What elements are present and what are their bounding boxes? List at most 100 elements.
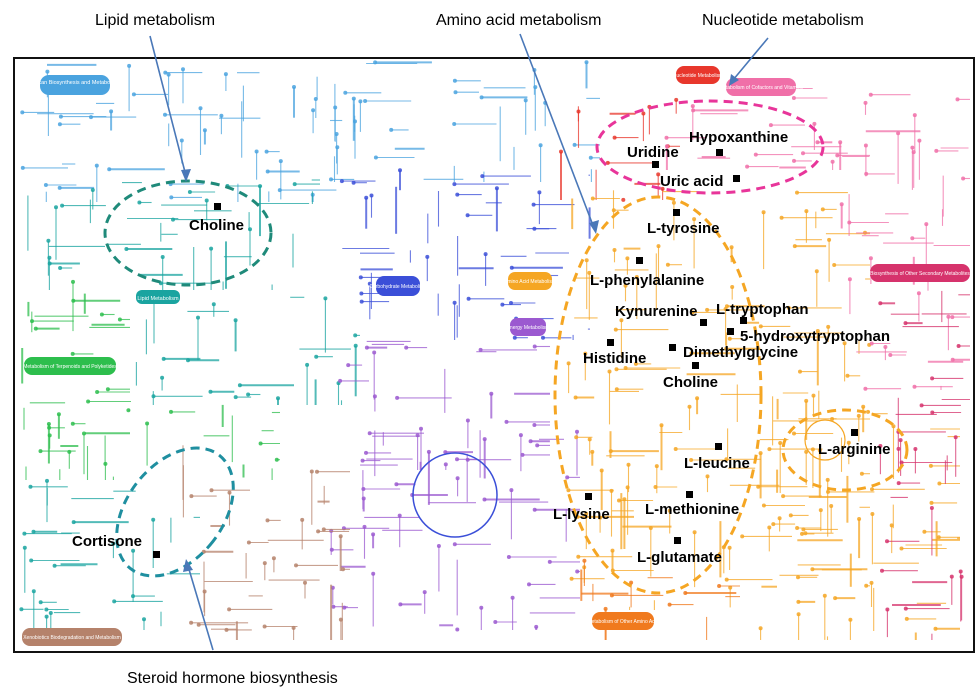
- metabolite-labels: Hypoxanthine Uridine Uric acid Choline L…: [72, 129, 891, 566]
- pathway-node: [44, 614, 49, 619]
- pathway-node: [928, 463, 933, 468]
- pathway-node: [584, 511, 589, 516]
- annotation-titles: Lipid metabolism Amino acid metabolism N…: [95, 12, 864, 687]
- pathway-node: [202, 128, 207, 133]
- metabolite-l-arginine: L-arginine: [818, 441, 891, 458]
- pathway-node: [846, 440, 851, 445]
- pathway-node: [903, 321, 908, 326]
- pathway-node: [204, 198, 209, 203]
- pathway-node: [262, 624, 267, 629]
- pathway-node: [528, 439, 533, 444]
- pathway-node: [660, 186, 665, 191]
- pathway-node: [629, 580, 634, 585]
- pathway-node: [531, 202, 536, 207]
- pathway-node: [830, 159, 835, 164]
- metabolite-markers: [153, 149, 858, 558]
- pathway-node: [339, 179, 344, 184]
- pathway-node: [533, 85, 538, 90]
- category-terpenoids-label: Metabolism of Terpenoids and Polyketides: [23, 364, 117, 370]
- pathway-node: [779, 215, 784, 220]
- pathway-node: [52, 563, 57, 568]
- pathway-node: [137, 200, 142, 205]
- pathway-node: [717, 584, 722, 588]
- pathway-node: [820, 207, 825, 212]
- pathway-node: [796, 612, 801, 617]
- pathway-node: [43, 183, 48, 187]
- pathway-node: [910, 236, 915, 241]
- pathway-node: [612, 248, 617, 252]
- pathway-node: [767, 525, 772, 530]
- pathway-node: [351, 96, 356, 101]
- pathway-node: [950, 357, 955, 362]
- pathway-node: [527, 582, 531, 587]
- category-carbohydrate-label: Carbohydrate Metabolism: [369, 284, 426, 290]
- pathway-node: [822, 593, 827, 598]
- pathway-node: [904, 616, 909, 621]
- pathway-node: [419, 426, 423, 431]
- pathway-node: [812, 121, 817, 126]
- pathway-node: [832, 263, 837, 267]
- category-other-amino: Metabolism of Other Amino Acid: [587, 612, 659, 630]
- pathway-node: [493, 620, 498, 624]
- pathway-node: [29, 558, 34, 563]
- pathway-node: [20, 110, 25, 115]
- pathway-node: [912, 384, 917, 389]
- pathway-node: [705, 307, 710, 312]
- pathway-node: [311, 108, 316, 113]
- pathway-node: [107, 167, 112, 172]
- pathway-node: [189, 620, 194, 625]
- pathway-node: [509, 265, 514, 270]
- pathway-node: [690, 310, 695, 315]
- pathway-node: [584, 60, 589, 65]
- pathway-node: [131, 92, 136, 97]
- pathway-node: [804, 398, 809, 403]
- pathway-node: [109, 109, 114, 114]
- l-methionine-marker: [686, 491, 693, 498]
- pathway-node: [857, 517, 862, 521]
- pathway-node: [949, 574, 954, 579]
- pathway-node: [112, 599, 117, 604]
- pathway-node: [479, 605, 484, 610]
- pathway-node: [443, 450, 448, 455]
- pathway-node: [930, 376, 935, 381]
- amino-arrow: [519, 33, 595, 229]
- pathway-node: [38, 449, 43, 454]
- pathway-node: [839, 202, 844, 207]
- pathway-node: [482, 437, 487, 442]
- pathway-node: [367, 431, 372, 436]
- pathway-node: [584, 258, 589, 263]
- pathway-node: [633, 361, 638, 366]
- pathway-node: [934, 148, 939, 153]
- pathway-node: [54, 205, 58, 210]
- pathway-node: [219, 113, 224, 118]
- pathway-node: [801, 151, 805, 156]
- pathway-node: [815, 140, 820, 145]
- pathway-node: [31, 529, 36, 534]
- pathway-node: [111, 541, 116, 546]
- pathway-node: [105, 387, 110, 392]
- pathway-node: [455, 476, 460, 481]
- pathway-node: [929, 500, 934, 505]
- pathway-node: [127, 63, 132, 68]
- pathway-node: [278, 159, 283, 164]
- pathway-node: [626, 462, 631, 467]
- pathway-node: [599, 468, 604, 473]
- pathway-node: [358, 99, 363, 104]
- metabolite-l-leucine: L-leucine: [684, 455, 750, 472]
- pathway-node: [371, 532, 376, 537]
- pathway-node: [885, 539, 889, 544]
- pathway-node: [690, 104, 695, 109]
- pathway-node: [724, 457, 729, 462]
- pathway-node: [20, 165, 25, 170]
- pathway-node: [883, 345, 888, 349]
- pathway-node: [335, 145, 340, 150]
- pathway-node: [504, 419, 509, 424]
- pathway-node: [811, 393, 816, 398]
- pathway-node: [537, 190, 542, 195]
- pathway-node: [868, 256, 873, 261]
- pathway-node: [667, 602, 672, 607]
- pathway-node: [687, 404, 692, 409]
- pathway-node: [898, 438, 903, 443]
- pathway-node: [465, 213, 470, 218]
- pathway-node: [209, 488, 214, 493]
